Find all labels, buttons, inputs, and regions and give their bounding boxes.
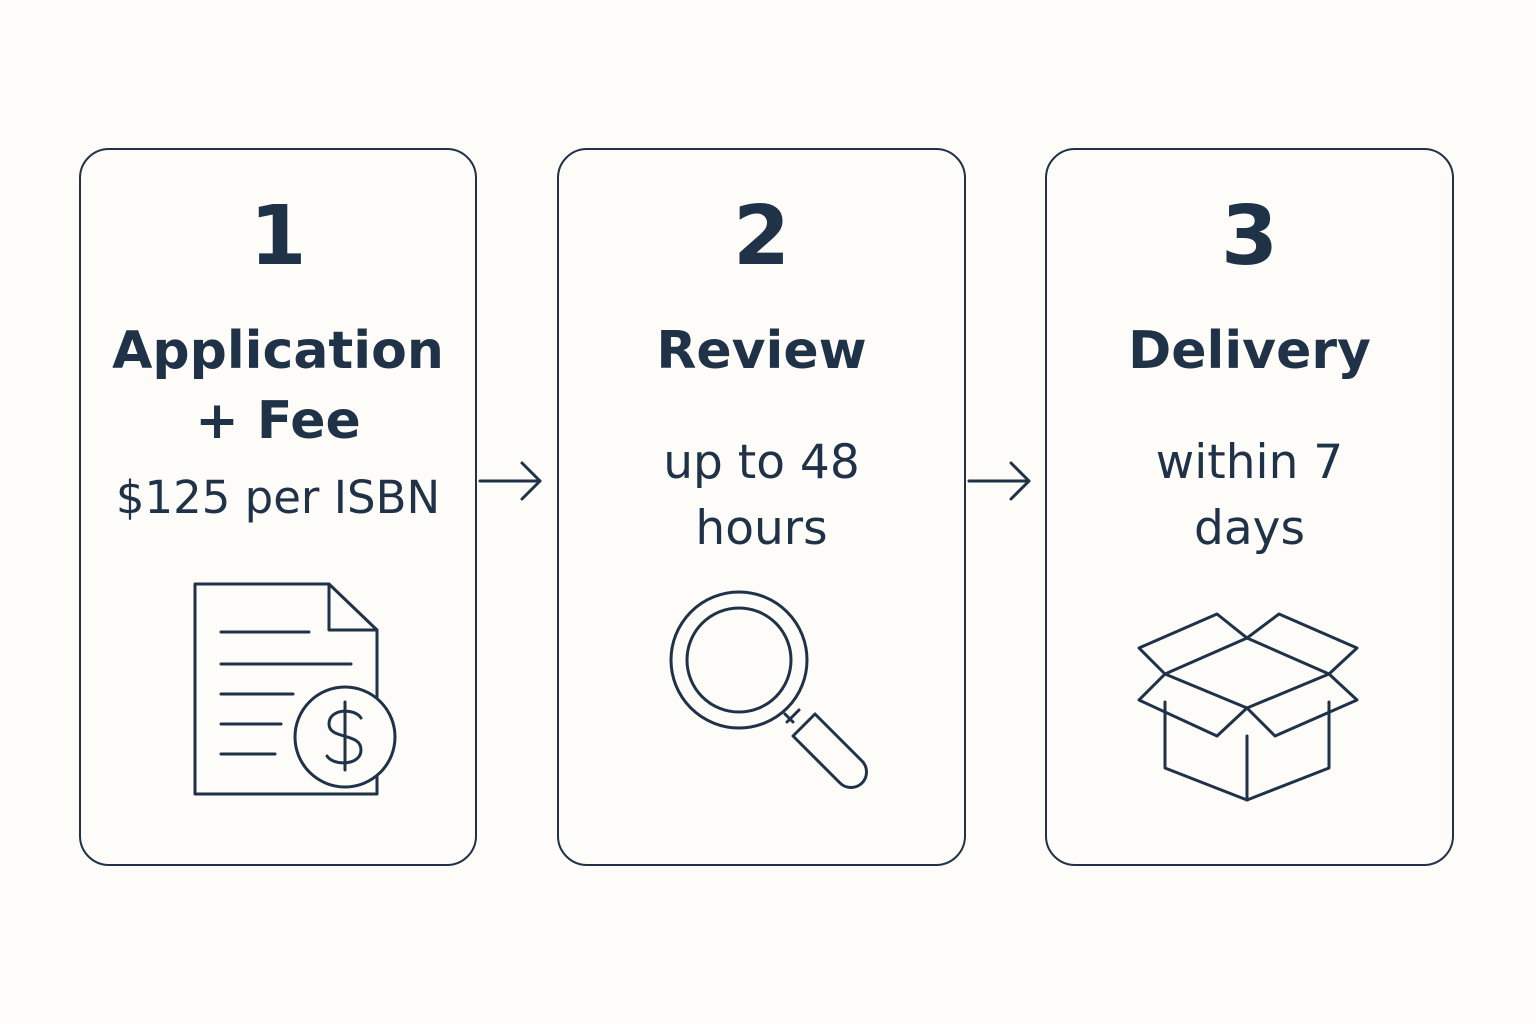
step-detail: $125 per ISBN [81,465,475,531]
document-dollar-icon [193,582,397,796]
step-title-line: Review [656,321,867,381]
step-number: 2 [732,189,791,284]
step-detail: up to 48 hours [559,430,964,562]
step-card-review: 2 Review up to 48 hours [557,148,966,866]
step-title-line: + Fee [195,391,361,451]
step-card-application: 1 Application + Fee $125 per ISBN [79,148,477,866]
open-box-icon [1137,612,1359,802]
magnifying-glass-icon [669,590,868,789]
step-detail-line: hours [695,501,828,556]
arrow-right-icon [478,461,542,501]
step-title-line: Application [112,321,444,381]
step-title: Review [559,316,964,386]
step-detail-line: $125 per ISBN [115,471,441,524]
step-number: 3 [1220,189,1279,284]
step-title: Application + Fee [81,316,475,456]
step-title-line: Delivery [1128,321,1371,381]
step-title: Delivery [1047,316,1452,386]
arrow-right-icon [967,461,1031,501]
step-card-delivery: 3 Delivery within 7 days [1045,148,1454,866]
step-number: 1 [249,189,307,284]
step-detail: within 7 days [1047,430,1452,562]
step-detail-line: up to 48 [663,435,860,490]
step-detail-line: within 7 [1155,435,1344,490]
step-detail-line: days [1194,501,1305,556]
